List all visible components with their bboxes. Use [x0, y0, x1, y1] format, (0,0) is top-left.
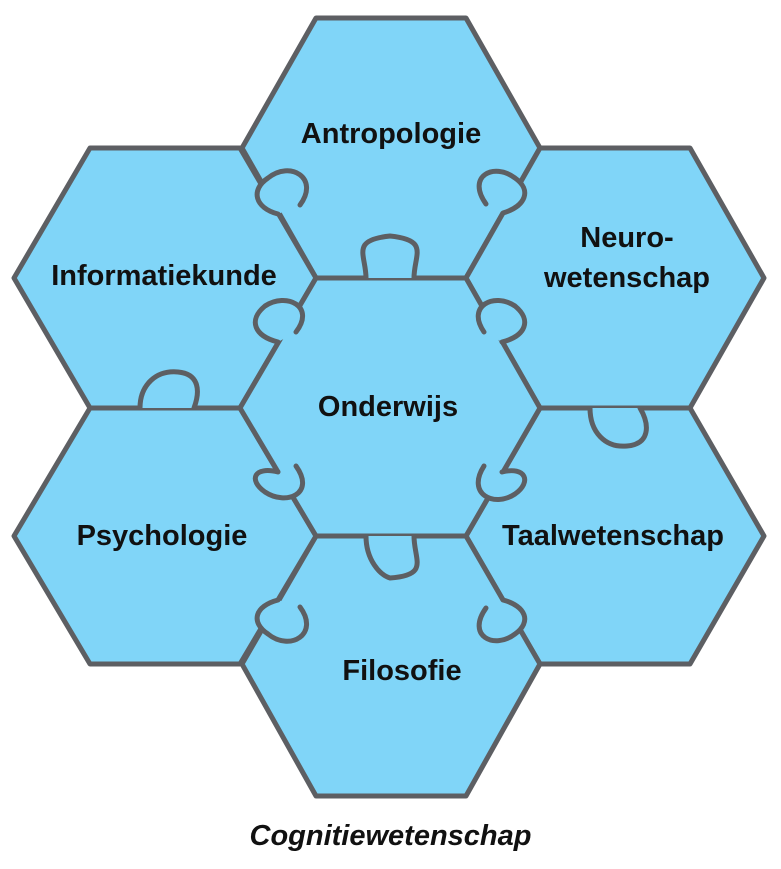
label-neuro: Neuro-	[580, 222, 673, 254]
puzzle-tabs	[137, 168, 649, 644]
label-taalwetenschap: Taalwetenschap	[502, 520, 724, 552]
tab-top-center	[360, 233, 420, 281]
label-filosofie: Filosofie	[342, 655, 461, 687]
diagram-caption: Cognitiewetenschap	[249, 820, 532, 852]
tab-center-left-lower	[252, 463, 305, 501]
label-onderwijs: Onderwijs	[318, 391, 458, 423]
tab-left-lower	[254, 597, 309, 644]
label-wetenschap: wetenschap	[543, 262, 710, 294]
tab-left-upper	[254, 168, 309, 217]
label-psychologie: Psychologie	[77, 520, 248, 552]
tab-bottom-center	[363, 533, 420, 581]
tab-center-right-lower	[475, 463, 528, 502]
tab-right-lower	[476, 597, 528, 644]
tab-lower-left	[137, 369, 200, 411]
tab-right-upper	[476, 168, 528, 216]
label-antropologie: Antropologie	[301, 118, 481, 150]
label-informatiekunde: Informatiekunde	[51, 260, 277, 292]
piece-onderwijs	[237, 275, 543, 539]
tab-center-right-upper	[475, 298, 528, 345]
tab-lower-right	[587, 405, 649, 449]
tab-center-left-upper	[252, 298, 305, 345]
